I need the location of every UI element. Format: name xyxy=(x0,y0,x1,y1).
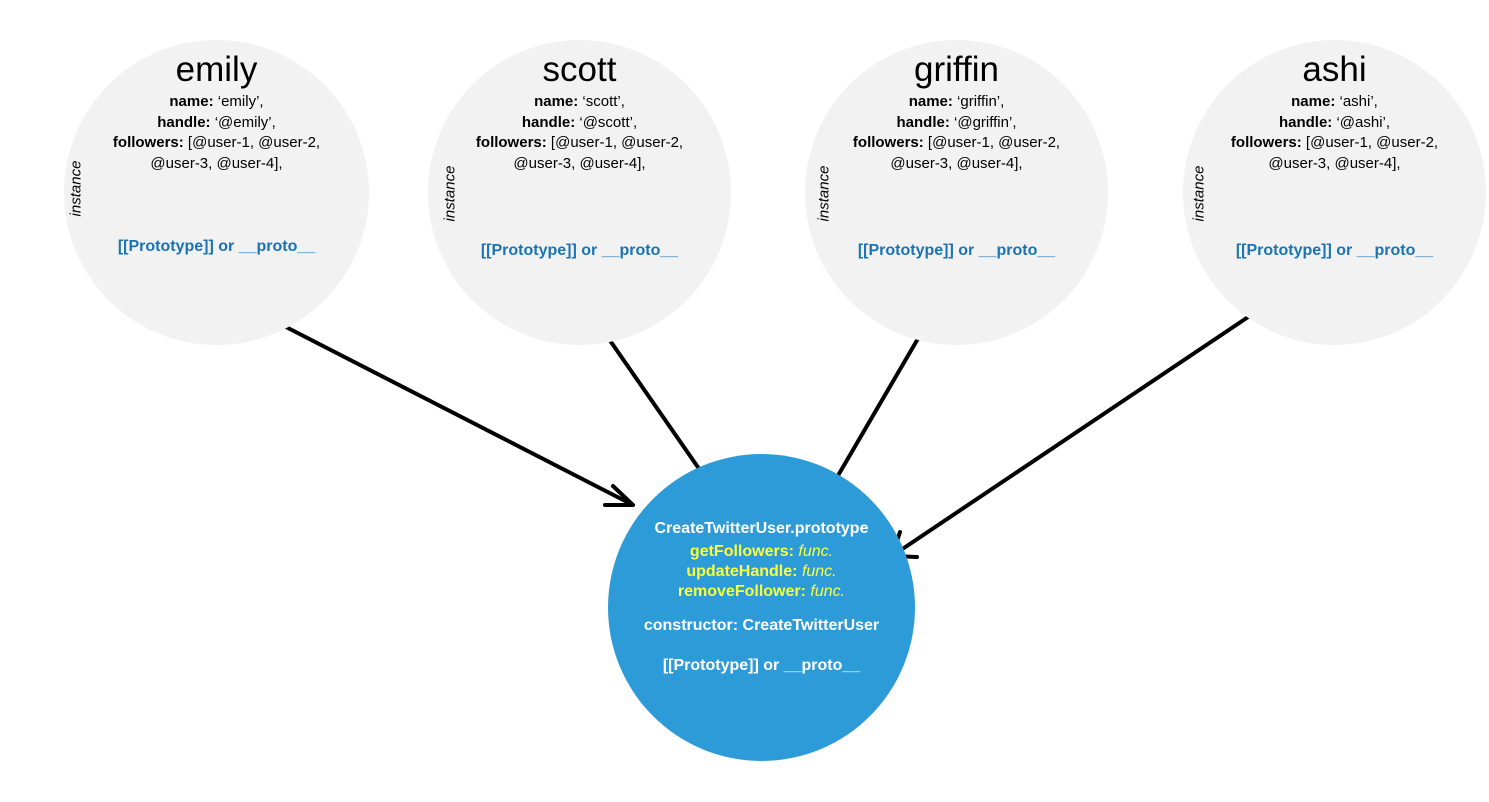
name-value: ‘emily’, xyxy=(217,93,264,110)
arrow-griffin-to-prototype xyxy=(820,316,932,505)
prototype-title: CreateTwitterUser.prototype xyxy=(654,520,869,537)
instance-title: griffin xyxy=(914,50,999,89)
method-value: func. xyxy=(801,563,837,580)
handle-label: handle: xyxy=(521,113,576,131)
name-value: ‘scott’, xyxy=(582,93,625,110)
method-item: updateHandle: func. xyxy=(608,562,915,582)
method-value: func. xyxy=(798,543,834,560)
method-item: getFollowers: func. xyxy=(608,542,915,562)
instance-label: instance xyxy=(441,165,459,222)
followers-label: followers: xyxy=(852,134,924,151)
method-item: removeFollower: func. xyxy=(608,582,915,602)
handle-label: handle: xyxy=(1278,113,1333,131)
instance-label: instance xyxy=(1190,165,1208,222)
name-label: name: xyxy=(1291,93,1336,110)
arrow-ashi-to-prototype xyxy=(890,303,1268,558)
handle-value: ‘@scott’, xyxy=(579,113,638,131)
arrowhead-emily xyxy=(603,484,635,507)
instance-properties: name: ‘emily’, handle: ‘@emily’, followe… xyxy=(64,92,369,174)
arrow-emily-to-prototype xyxy=(284,325,635,507)
instance-circle-griffin: griffin name: ‘griffin’, handle: ‘@griff… xyxy=(805,40,1108,345)
followers-value: [@user-1, @user-2, xyxy=(1305,134,1439,151)
proto-link: [[Prototype]] or __proto__ xyxy=(1235,242,1434,259)
name-label: name: xyxy=(534,93,579,110)
handle-label: handle: xyxy=(896,113,950,131)
instance-circle-scott: scott name: ‘scott’, handle: ‘@scott’, f… xyxy=(428,40,731,345)
instance-circle-ashi: ashi name: ‘ashi’, handle: ‘@ashi’, foll… xyxy=(1183,40,1486,345)
method-name: updateHandle: xyxy=(686,563,798,580)
instance-circle-emily: emily name: ‘emily’, handle: ‘@emily’, f… xyxy=(64,40,369,345)
name-value: ‘ashi’, xyxy=(1339,93,1378,110)
proto-link: [[Prototype]] or __proto__ xyxy=(857,242,1056,259)
instance-title: scott xyxy=(542,50,617,89)
handle-label: handle: xyxy=(157,113,211,131)
instance-properties: name: ‘ashi’, handle: ‘@ashi’, followers… xyxy=(1183,92,1486,174)
prototype-circle: CreateTwitterUser.prototype getFollowers… xyxy=(608,454,915,761)
followers-value-continued: @user-3, @user-4], xyxy=(513,154,646,172)
instance-label: instance xyxy=(67,160,85,217)
prototype-proto-link: [[Prototype]] or __proto__ xyxy=(662,657,861,674)
method-name: removeFollower: xyxy=(677,583,806,600)
method-value: func. xyxy=(810,583,846,600)
handle-value: ‘@emily’, xyxy=(214,113,276,131)
followers-label: followers: xyxy=(112,134,184,151)
method-name: getFollowers: xyxy=(689,543,794,560)
followers-value-continued: @user-3, @user-4], xyxy=(150,154,283,172)
handle-value: ‘@griffin’, xyxy=(954,113,1017,131)
followers-value-continued: @user-3, @user-4], xyxy=(890,154,1023,172)
instance-properties: name: ‘griffin’, handle: ‘@griffin’, fol… xyxy=(805,92,1108,174)
name-value: ‘griffin’, xyxy=(957,93,1005,110)
followers-value: [@user-1, @user-2, xyxy=(927,134,1061,151)
name-label: name: xyxy=(169,93,214,110)
followers-value-continued: @user-3, @user-4], xyxy=(1268,154,1401,172)
followers-value: [@user-1, @user-2, xyxy=(187,134,321,151)
followers-label: followers: xyxy=(475,134,547,151)
followers-label: followers: xyxy=(1230,134,1302,151)
proto-link: [[Prototype]] or __proto__ xyxy=(117,238,316,255)
instance-label: instance xyxy=(815,165,833,222)
instance-properties: name: ‘scott’, handle: ‘@scott’, followe… xyxy=(428,92,731,174)
name-label: name: xyxy=(908,93,953,110)
proto-link: [[Prototype]] or __proto__ xyxy=(480,242,679,259)
instance-title: emily xyxy=(175,50,258,89)
instance-title: ashi xyxy=(1302,50,1367,89)
handle-value: ‘@ashi’, xyxy=(1336,113,1391,131)
prototype-methods: getFollowers: func. updateHandle: func. … xyxy=(608,542,915,602)
prototype-constructor: constructor: CreateTwitterUser xyxy=(643,617,880,634)
followers-value: [@user-1, @user-2, xyxy=(550,134,684,151)
